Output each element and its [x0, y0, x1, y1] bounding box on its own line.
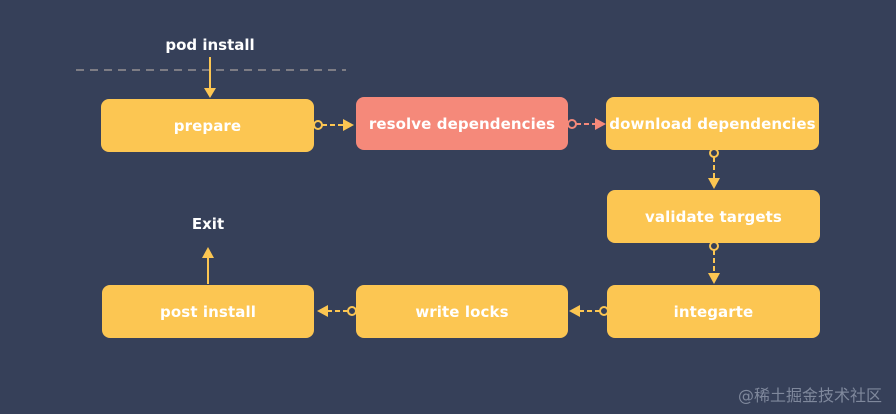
arrowhead-resolve-to-download	[595, 118, 606, 130]
arrowhead-integrate-to-write-locks	[569, 305, 580, 317]
node-resolve-dependencies[interactable]: resolve dependencies	[356, 97, 568, 150]
node-prepare[interactable]: prepare	[101, 99, 314, 152]
start-label: pod install	[165, 36, 255, 54]
arrowhead-prepare-to-resolve	[343, 119, 354, 131]
arrowhead-write-locks-to-post-install	[317, 305, 328, 317]
arrowhead-validate-to-integrate	[708, 273, 720, 284]
connector-dot-validate	[709, 241, 719, 251]
connector-dot-download	[709, 148, 719, 158]
node-post-install[interactable]: post install	[102, 285, 314, 338]
watermark: @稀土掘金技术社区	[737, 386, 882, 405]
connector-dot-prepare	[313, 120, 323, 130]
node-write-locks[interactable]: write locks	[356, 285, 568, 338]
arrowhead-download-to-validate	[708, 178, 720, 189]
connector-dot-write-locks	[347, 306, 357, 316]
connector-dot-resolve	[567, 119, 577, 129]
node-download-dependencies[interactable]: download dependencies	[606, 97, 819, 150]
end-label: Exit	[191, 215, 225, 233]
node-validate-targets[interactable]: validate targets	[607, 190, 820, 243]
arrowhead-start-to-prepare	[204, 88, 216, 98]
arrowhead-post-install-to-exit	[202, 247, 214, 258]
node-integrate[interactable]: integarte	[607, 285, 820, 338]
